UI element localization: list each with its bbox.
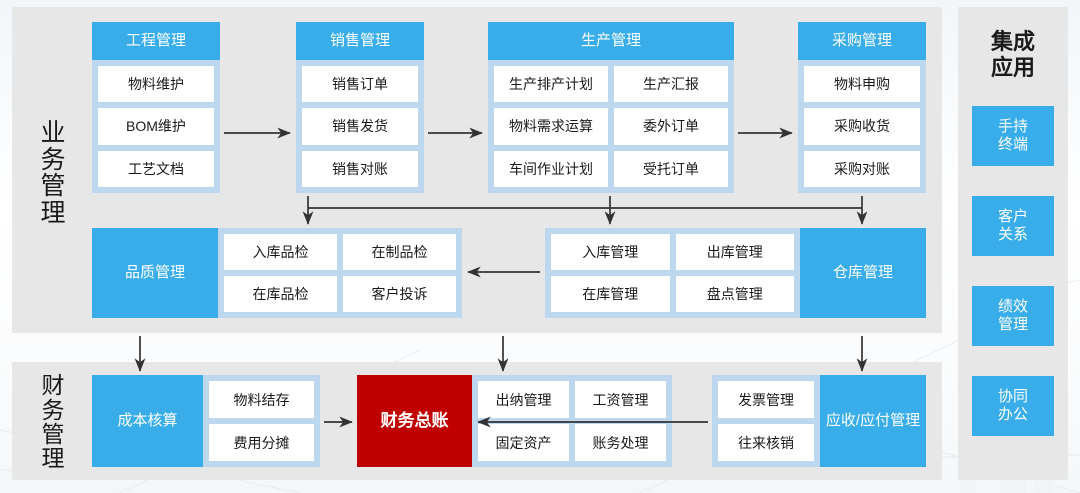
cell-payroll-management[interactable]: 工资管理 <box>575 381 666 418</box>
cell-material-balance[interactable]: 物料结存 <box>209 381 314 418</box>
cell-stock-management[interactable]: 在库管理 <box>551 276 670 312</box>
group-purchasing[interactable]: 采购管理 物料申购 采购收货 采购对账 <box>798 22 926 193</box>
cell-fixed-assets[interactable]: 固定资产 <box>478 424 569 461</box>
section-label-finance-char-2: 管 <box>41 421 65 447</box>
cell-material-maintenance[interactable]: 物料维护 <box>98 66 214 103</box>
cell-inbound-management[interactable]: 入库管理 <box>551 234 670 270</box>
group-sales-header[interactable]: 销售管理 <box>296 22 424 60</box>
cell-cashier-management[interactable]: 出纳管理 <box>478 381 569 418</box>
cell-sales-order[interactable]: 销售订单 <box>302 66 418 103</box>
group-quality[interactable]: 品质管理 入库品检 在制品检 在库品检 客户投诉 <box>92 228 462 318</box>
sidebar-item-customer-relationship-line-0: 客户 <box>997 207 1028 225</box>
group-production-header[interactable]: 生产管理 <box>488 22 734 60</box>
group-warehouse-header[interactable]: 仓库管理 <box>800 228 926 318</box>
section-label-finance-char-0: 财 <box>41 372 65 399</box>
cell-invoice-management[interactable]: 发票管理 <box>718 381 814 418</box>
sidebar-item-performance-management[interactable]: 绩效 管理 <box>972 285 1054 346</box>
group-general-ledger[interactable]: 财务总账 <box>357 375 472 467</box>
group-finance-modules[interactable]: 出纳管理 工资管理 固定资产 账务处理 <box>472 375 672 467</box>
cell-stock-inspection[interactable]: 在库品检 <box>224 276 337 312</box>
cell-purchase-receipt[interactable]: 采购收货 <box>804 108 920 145</box>
sidebar-item-collaborative-office-line-0: 协同 <box>997 387 1028 405</box>
cell-sales-delivery[interactable]: 销售发货 <box>302 108 418 145</box>
section-label-business-char-0: 业 <box>40 119 66 147</box>
sidebar-item-handheld-terminal[interactable]: 手持 终端 <box>972 105 1054 166</box>
sidebar-item-handheld-terminal-line-1: 终端 <box>997 135 1028 153</box>
cell-workshop-plan[interactable]: 车间作业计划 <box>494 150 608 187</box>
sidebar-item-customer-relationship-line-1: 关系 <box>997 225 1028 243</box>
sidebar-title: 集成 应用 <box>991 29 1035 82</box>
section-label-finance-char-1: 务 <box>41 396 65 423</box>
section-label-business-char-1: 务 <box>40 145 66 174</box>
cell-expense-allocation[interactable]: 费用分摊 <box>209 424 314 461</box>
cell-outbound-management[interactable]: 出库管理 <box>675 234 794 270</box>
group-engineering-header[interactable]: 工程管理 <box>92 22 220 60</box>
section-label-finance: 财 务 管 理 <box>30 368 76 476</box>
group-receivable-payable-header[interactable]: 应收/应付管理 <box>820 375 926 467</box>
cell-production-report[interactable]: 生产汇报 <box>614 66 728 103</box>
group-cost-accounting-header[interactable]: 成本核算 <box>92 375 203 467</box>
group-engineering[interactable]: 工程管理 物料维护 BOM维护 工艺文档 <box>92 22 220 193</box>
section-label-business-char-2: 管 <box>40 172 66 200</box>
cell-settlement-writeoff[interactable]: 往来核销 <box>718 424 814 461</box>
group-quality-header[interactable]: 品质管理 <box>92 228 218 318</box>
cell-outsourcing-order[interactable]: 委外订单 <box>614 108 728 145</box>
cell-production-schedule[interactable]: 生产排产计划 <box>494 66 608 103</box>
group-production[interactable]: 生产管理 生产排产计划 生产汇报 物料需求运算 委外订单 车间作业计划 受托订单 <box>488 22 734 193</box>
group-sales[interactable]: 销售管理 销售订单 销售发货 销售对账 <box>296 22 424 193</box>
group-cost-accounting[interactable]: 成本核算 物料结存 费用分摊 <box>92 375 320 467</box>
cell-material-requisition[interactable]: 物料申购 <box>804 66 920 103</box>
sidebar-title-line-0: 集成 <box>990 29 1035 54</box>
group-purchasing-header[interactable]: 采购管理 <box>798 22 926 60</box>
cell-sales-reconciliation[interactable]: 销售对账 <box>302 150 418 187</box>
cell-purchase-reconciliation[interactable]: 采购对账 <box>804 150 920 187</box>
sidebar-item-collaborative-office-line-1: 办公 <box>997 405 1028 423</box>
sidebar-item-customer-relationship[interactable]: 客户 关系 <box>972 195 1054 256</box>
cell-mrp[interactable]: 物料需求运算 <box>494 108 608 145</box>
section-label-business: 业 务 管 理 <box>30 105 76 241</box>
section-label-finance-char-3: 理 <box>41 445 65 472</box>
cell-entrusted-order[interactable]: 受托订单 <box>614 150 728 187</box>
group-warehouse[interactable]: 入库管理 出库管理 在库管理 盘点管理 仓库管理 <box>545 228 926 318</box>
cell-stocktaking-management[interactable]: 盘点管理 <box>675 276 794 312</box>
sidebar-item-performance-management-line-1: 管理 <box>997 315 1028 333</box>
cell-accounting-processing[interactable]: 账务处理 <box>575 424 666 461</box>
sidebar-item-performance-management-line-0: 绩效 <box>997 297 1028 315</box>
cell-wip-inspection[interactable]: 在制品检 <box>343 234 456 270</box>
cell-customer-complaint[interactable]: 客户投诉 <box>343 276 456 312</box>
cell-bom-maintenance[interactable]: BOM维护 <box>98 108 214 145</box>
cell-inbound-inspection[interactable]: 入库品检 <box>224 234 337 270</box>
sidebar-item-collaborative-office[interactable]: 协同 办公 <box>972 375 1054 436</box>
section-label-business-char-3: 理 <box>40 198 66 227</box>
sidebar-item-handheld-terminal-line-0: 手持 <box>997 117 1028 135</box>
group-receivable-payable[interactable]: 发票管理 往来核销 应收/应付管理 <box>712 375 926 467</box>
cell-process-document[interactable]: 工艺文档 <box>98 150 214 187</box>
sidebar-title-line-1: 应用 <box>990 55 1035 81</box>
integrated-applications-sidebar: 集成 应用 手持 终端 客户 关系 绩效 管理 协同 办公 <box>958 7 1068 480</box>
